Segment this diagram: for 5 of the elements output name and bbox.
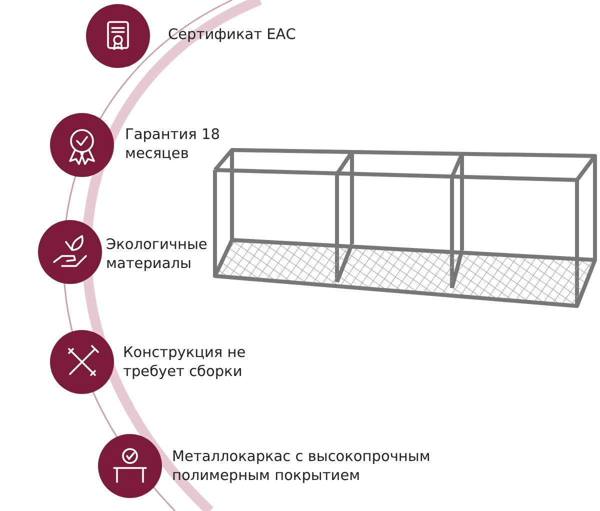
feature-text: Гарантия 18 месяцев bbox=[125, 126, 221, 164]
feature-text: Металлокаркас с высокопрочным полимерным покрытием bbox=[172, 448, 432, 486]
feature-text: Сертификат ЕАС bbox=[168, 26, 297, 45]
feature-text: Экологичные материалы bbox=[106, 236, 208, 274]
feature-text: Конструкция не требует сборки bbox=[123, 344, 247, 382]
